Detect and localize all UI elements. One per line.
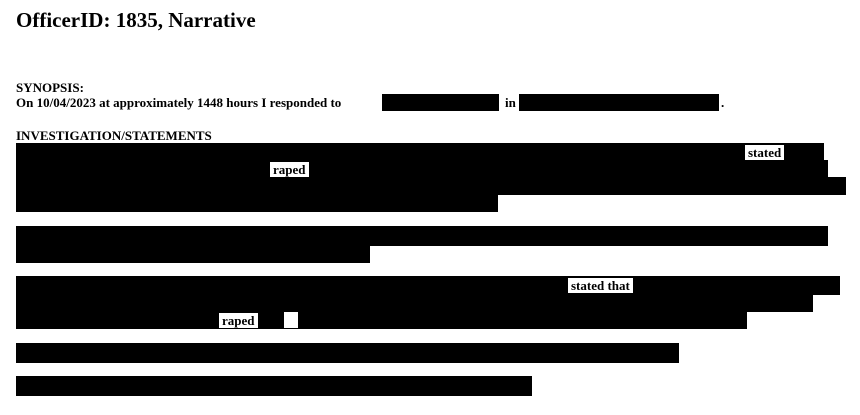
redaction-p5-line1	[16, 376, 532, 396]
redaction-p2-line2	[16, 245, 370, 263]
redaction-p3-line3a	[16, 311, 264, 329]
redaction-edge-mark	[266, 308, 290, 309]
redaction-p3-line3c	[298, 311, 747, 329]
redaction-p1-line3	[16, 177, 846, 195]
redaction-p3-line1	[16, 276, 840, 295]
synopsis-line-end: .	[721, 95, 725, 110]
redaction-p1-line1	[16, 143, 824, 161]
redaction-p1-line2	[16, 160, 828, 178]
visible-word-stated-that: stated that	[568, 278, 633, 293]
redaction-p2-line1	[16, 226, 828, 246]
visible-word-stated: stated	[745, 145, 785, 160]
synopsis-line-start: On 10/04/2023 at approximately 1448 hour…	[16, 95, 342, 110]
redaction-address	[519, 94, 719, 111]
redaction-p4-line1	[16, 343, 679, 363]
redaction-p3-line2	[16, 294, 813, 312]
synopsis-heading: SYNOPSIS:	[16, 80, 84, 95]
page-title: OfficerID: 1835, Narrative	[16, 8, 256, 32]
synopsis-line-in: in	[505, 95, 516, 110]
redaction-p3-line3b	[264, 311, 284, 329]
investigation-heading: INVESTIGATION/STATEMENTS	[16, 128, 212, 143]
visible-word-raped: raped	[270, 162, 309, 177]
redaction-p1-line4	[16, 194, 498, 212]
redaction-location	[382, 94, 499, 111]
redaction-edge-mark-bottom	[284, 328, 298, 329]
visible-word-raped-2: raped	[219, 313, 258, 328]
